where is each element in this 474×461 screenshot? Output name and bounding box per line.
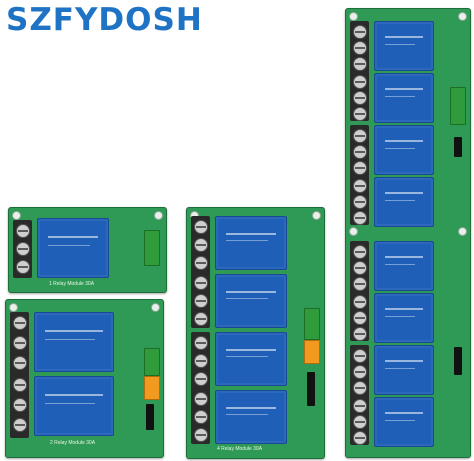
screw-terminal-block <box>350 241 369 341</box>
screw <box>194 392 208 406</box>
relay-board-2-channel: 2 Relay Module 30A <box>5 299 164 458</box>
relay-unit <box>374 177 434 227</box>
header-pins <box>307 372 315 406</box>
screw <box>194 294 208 308</box>
screw <box>194 336 208 350</box>
screw <box>13 418 27 432</box>
screw <box>13 356 27 370</box>
relay-unit <box>374 241 434 291</box>
mount-hole <box>154 211 163 220</box>
header-pins <box>146 404 154 430</box>
screw <box>194 428 208 442</box>
screw <box>353 211 367 225</box>
relay-unit <box>374 345 434 395</box>
screw <box>353 295 367 309</box>
screw <box>194 312 208 326</box>
screw <box>353 25 367 39</box>
screw-terminal-block <box>13 220 32 278</box>
screw <box>353 245 367 259</box>
screw <box>353 161 367 175</box>
relay-board-1-channel: 1 Relay Module 30A <box>8 207 167 293</box>
relay-unit <box>374 73 434 123</box>
mount-hole <box>12 211 21 220</box>
relay-board-4-channel: 4 Relay Module 30A <box>186 207 325 459</box>
screw <box>194 238 208 252</box>
screw <box>13 336 27 350</box>
mount-hole <box>349 227 358 236</box>
screw <box>194 256 208 270</box>
screw <box>194 276 208 290</box>
mount-hole <box>458 227 467 236</box>
screw <box>353 381 367 395</box>
screw <box>353 415 367 429</box>
screw <box>13 378 27 392</box>
screw <box>353 311 367 325</box>
screw-terminal-block <box>350 345 369 445</box>
screw-terminal-block <box>191 332 210 444</box>
screw-terminal-block <box>191 216 210 328</box>
relay-unit <box>374 397 434 447</box>
screw-terminal-block <box>350 125 369 225</box>
header-pins <box>454 137 462 157</box>
input-terminal-green <box>144 348 160 376</box>
screw <box>13 316 27 330</box>
screw <box>194 220 208 234</box>
board-silk-label: 4 Relay Module 30A <box>217 446 263 452</box>
screw <box>194 354 208 368</box>
screw <box>16 260 30 274</box>
input-terminal-green <box>450 87 466 125</box>
relay-unit <box>215 274 287 328</box>
screw <box>353 129 367 143</box>
mount-hole <box>458 12 467 21</box>
screw <box>353 431 367 445</box>
screw <box>353 145 367 159</box>
screw <box>194 372 208 386</box>
screw <box>353 57 367 71</box>
relay-unit <box>374 21 434 71</box>
screw <box>353 75 367 89</box>
brand-logo-text: SZFYDOSH <box>6 2 203 38</box>
screw <box>353 195 367 209</box>
board-silk-label: 2 Relay Module 30A <box>50 440 96 446</box>
relay-unit <box>34 376 114 436</box>
input-terminal-orange <box>144 376 160 400</box>
relay-unit <box>215 332 287 386</box>
screw <box>353 327 367 341</box>
screw <box>353 277 367 291</box>
screw <box>353 91 367 105</box>
header-pins <box>454 347 462 375</box>
relay-unit <box>215 216 287 270</box>
screw <box>353 399 367 413</box>
relay-unit <box>374 125 434 175</box>
mount-hole <box>349 12 358 21</box>
input-terminal-orange <box>304 340 320 364</box>
screw-terminal-block <box>10 312 29 438</box>
input-terminal-green <box>304 308 320 340</box>
screw <box>353 261 367 275</box>
board-silk-label: 1 Relay Module 30A <box>49 281 95 287</box>
screw <box>16 242 30 256</box>
relay-unit <box>374 293 434 343</box>
mount-hole <box>9 303 18 312</box>
screw <box>194 410 208 424</box>
screw <box>13 398 27 412</box>
relay-unit <box>215 390 287 444</box>
screw-terminal-block <box>350 21 369 121</box>
relay-unit <box>37 218 109 278</box>
screw <box>353 365 367 379</box>
screw <box>353 179 367 193</box>
relay-board-8-channel <box>345 8 471 458</box>
screw <box>16 224 30 238</box>
screw <box>353 107 367 121</box>
mount-hole <box>151 303 160 312</box>
screw <box>353 41 367 55</box>
relay-unit <box>34 312 114 372</box>
mount-hole <box>312 211 321 220</box>
screw <box>353 349 367 363</box>
input-terminal-green <box>144 230 160 266</box>
